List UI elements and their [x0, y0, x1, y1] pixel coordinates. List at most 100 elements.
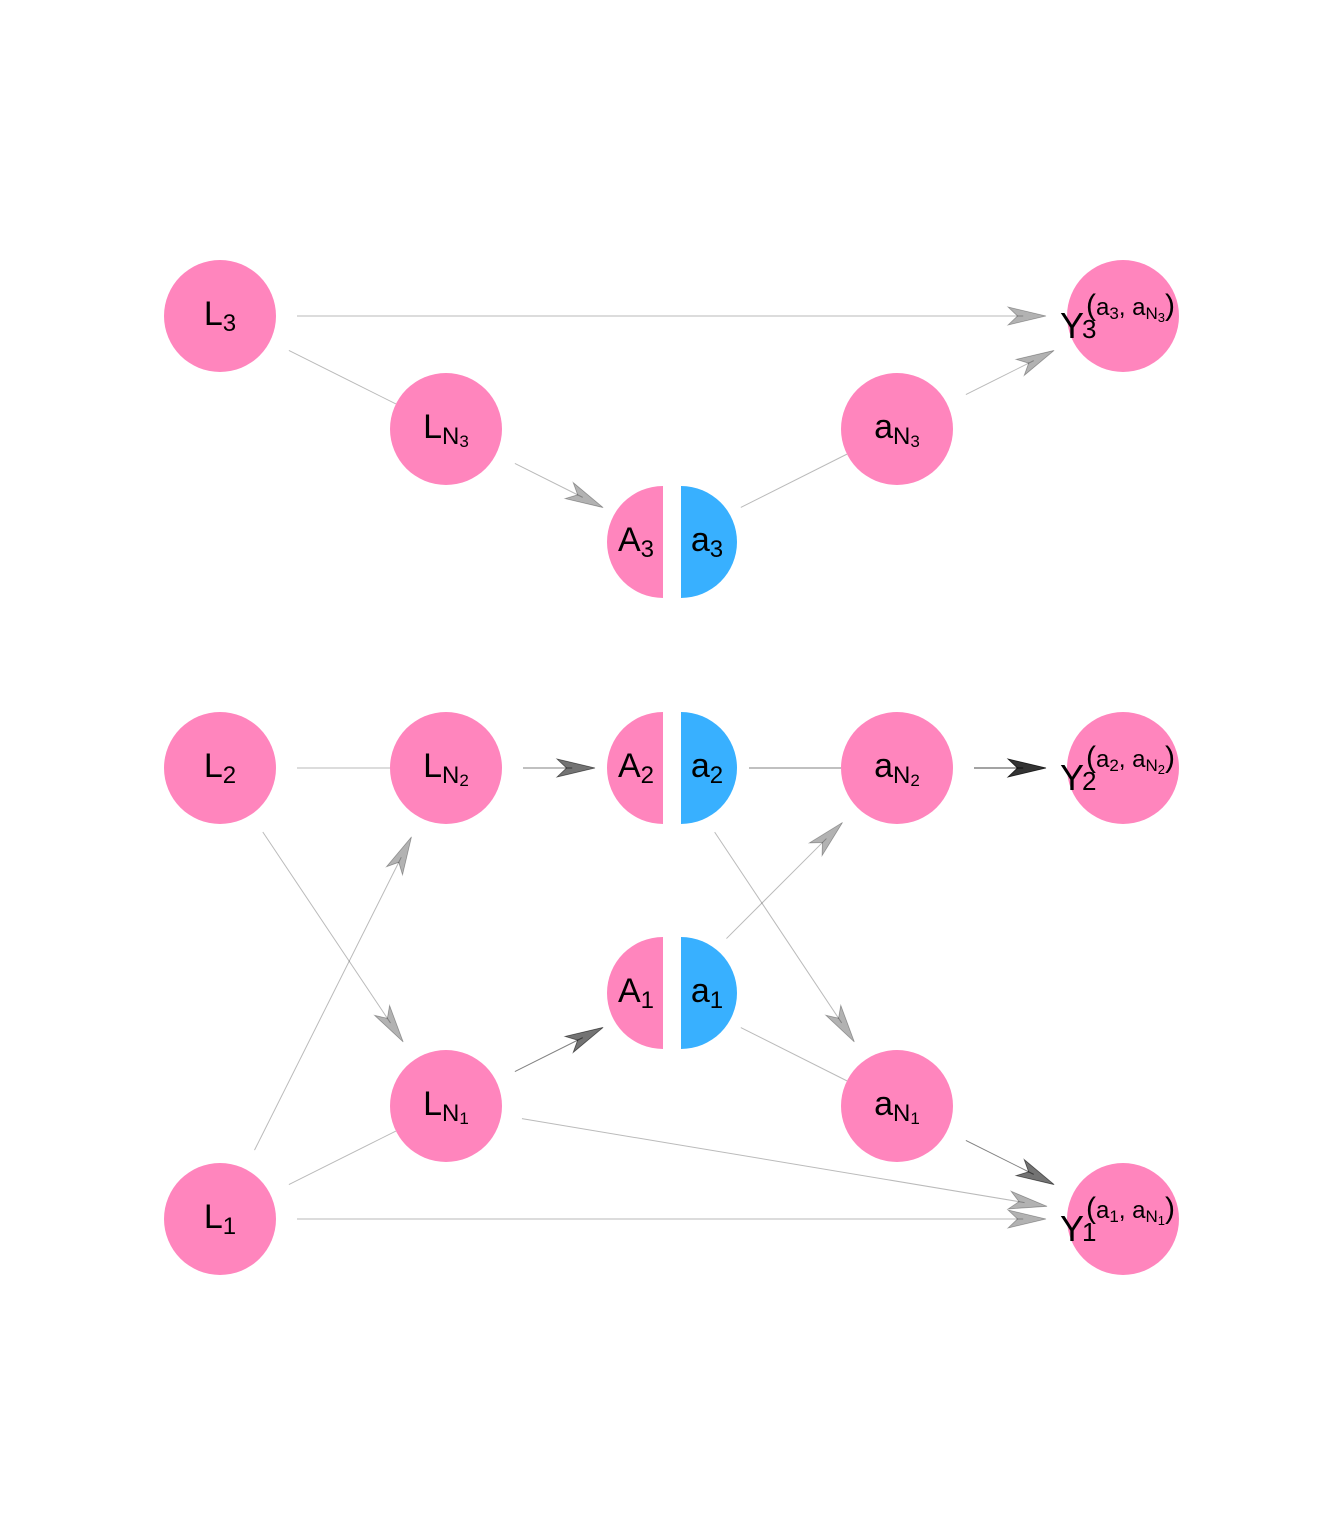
edge-line — [288, 1130, 397, 1186]
edge-line — [521, 1118, 1025, 1204]
edge-LN1-Y1 — [521, 1118, 1048, 1210]
node-circle — [164, 712, 276, 824]
observed-treatment-half — [607, 486, 663, 598]
arrowhead-icon — [555, 758, 596, 778]
edge-LN3-A3 — [514, 462, 604, 508]
arrowhead-icon — [1014, 1158, 1055, 1185]
edge-line — [514, 462, 583, 498]
edge-line — [288, 349, 397, 405]
node-circle — [1067, 712, 1179, 824]
edge-A1-aN2 — [726, 822, 843, 939]
node-label: aN3 — [874, 408, 920, 452]
node-label: aN1 — [874, 1085, 920, 1129]
edge-A2-aN1 — [714, 831, 855, 1043]
edges-layer — [254, 306, 1055, 1229]
intervened-treatment-half — [681, 937, 737, 1049]
node-circle — [164, 260, 276, 372]
node-circle — [390, 373, 502, 485]
node-aN2: aN2 — [841, 712, 953, 824]
node-label-intervention: a3 — [691, 521, 723, 563]
arrowhead-icon — [385, 836, 412, 877]
node-label: aN2 — [874, 747, 920, 791]
edge-line — [726, 838, 827, 939]
arrowhead-icon — [807, 822, 843, 858]
edge-LN2-A2 — [523, 758, 596, 778]
node-label: Y2 — [1060, 757, 1096, 798]
observed-treatment-half — [607, 937, 663, 1049]
arrowhead-icon — [563, 481, 604, 508]
node-Y3: Y3(a3, aN3) — [1060, 260, 1179, 372]
node-LN3: LN3 — [390, 373, 502, 485]
node-circle — [1067, 1163, 1179, 1275]
node-circle — [1067, 260, 1179, 372]
node-label-intervention: a1 — [691, 972, 723, 1014]
node-label: A3 — [618, 521, 654, 563]
node-circle — [841, 1050, 953, 1162]
node-LN1: LN1 — [390, 1050, 502, 1162]
intervened-treatment-half — [681, 486, 737, 598]
edge-line — [262, 831, 391, 1024]
edge-aN3-Y3 — [965, 350, 1055, 396]
arrowhead-icon — [1006, 1209, 1047, 1229]
edge-line — [740, 1027, 848, 1082]
node-Y1: Y1(a1, aN1) — [1060, 1163, 1179, 1275]
node-superscript: (a3, aN3) — [1086, 289, 1175, 325]
edge-line — [740, 453, 848, 508]
node-circle — [390, 712, 502, 824]
edge-L3-LN3 — [288, 349, 397, 405]
node-label: LN2 — [423, 747, 469, 791]
edge-A3-aN3 — [740, 453, 848, 508]
node-circle — [841, 712, 953, 824]
edge-L3-Y3 — [297, 306, 1047, 326]
node-label: L2 — [204, 747, 236, 789]
node-label: L1 — [204, 1198, 236, 1240]
arrowhead-icon — [373, 1003, 404, 1043]
edge-L1-Y1 — [297, 1209, 1047, 1229]
edge-line — [514, 1037, 583, 1073]
edge-LN1-A1 — [514, 1027, 604, 1073]
node-L2: L2 — [164, 712, 276, 824]
node-label-intervention: a2 — [691, 747, 723, 789]
node-superscript: (a1, aN1) — [1086, 1192, 1175, 1228]
node-label: LN3 — [423, 408, 469, 452]
observed-treatment-half — [607, 712, 663, 824]
node-label: A1 — [618, 972, 654, 1014]
node-label: L3 — [204, 295, 236, 337]
node-Y2: Y2(a2, aN2) — [1060, 712, 1179, 824]
edge-L1-LN1 — [288, 1130, 397, 1186]
edge-L2-LN1 — [262, 831, 404, 1043]
node-circle — [164, 1163, 276, 1275]
arrowhead-icon — [1014, 350, 1055, 377]
node-label: A2 — [618, 747, 654, 789]
node-L1: L1 — [164, 1163, 276, 1275]
arrowhead-icon — [1006, 306, 1047, 326]
edge-L1-LN2 — [254, 836, 412, 1151]
edge-line — [965, 360, 1034, 396]
intervened-treatment-half — [681, 712, 737, 824]
edge-line — [714, 831, 843, 1024]
edge-line — [965, 1139, 1034, 1175]
node-label: Y1 — [1060, 1208, 1096, 1249]
edge-aN1-Y1 — [965, 1139, 1055, 1185]
edge-line — [254, 857, 402, 1151]
node-LN2: LN2 — [390, 712, 502, 824]
edge-aN2-Y2 — [974, 758, 1047, 778]
node-A1: A1 a1 — [607, 937, 737, 1049]
arrowhead-icon — [824, 1003, 855, 1043]
node-aN1: aN1 — [841, 1050, 953, 1162]
edge-A1-aN1 — [740, 1027, 848, 1082]
arrowhead-icon — [1006, 1190, 1048, 1210]
arrowhead-icon — [1006, 758, 1047, 778]
node-circle — [390, 1050, 502, 1162]
node-label: Y3 — [1060, 305, 1096, 346]
node-superscript: (a2, aN2) — [1086, 741, 1175, 777]
node-label: LN1 — [423, 1085, 469, 1129]
node-circle — [841, 373, 953, 485]
arrowhead-icon — [563, 1027, 604, 1054]
node-A3: A3 a3 — [607, 486, 737, 598]
node-A2: A2 a2 — [607, 712, 737, 824]
node-aN3: aN3 — [841, 373, 953, 485]
